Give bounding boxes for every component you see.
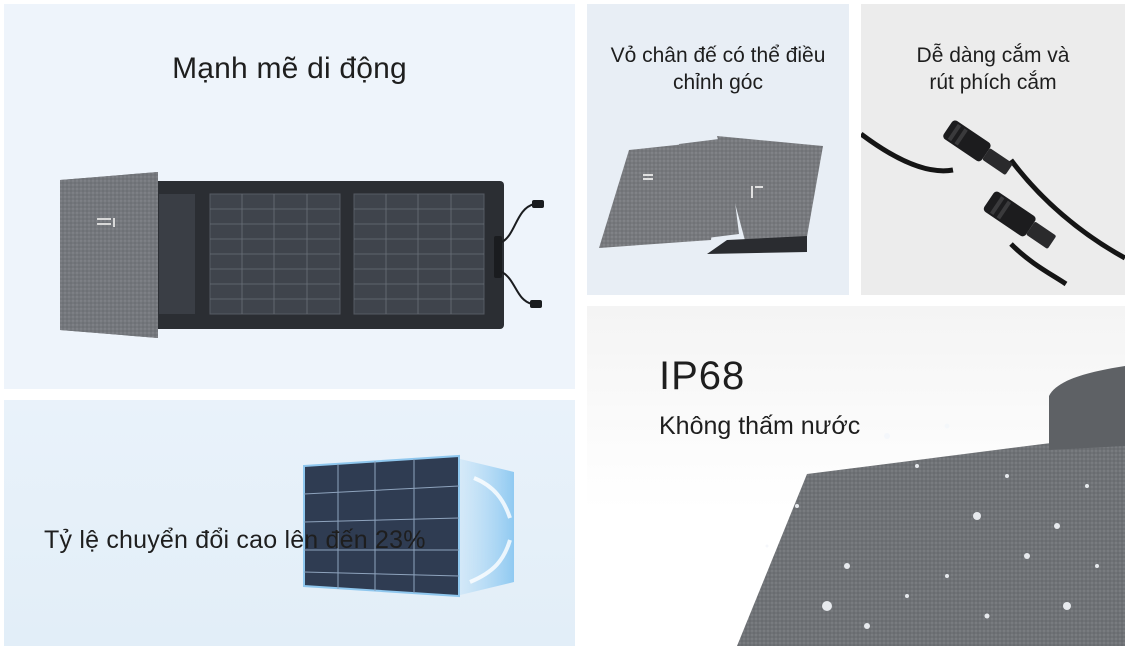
stand-title: Vỏ chân đế có thể điều chỉnh góc bbox=[610, 44, 826, 94]
efficiency-title: Tỷ lệ chuyển đổi cao lên đến 23% bbox=[44, 526, 426, 554]
feature-efficiency-card: Tỷ lệ chuyển đổi cao lên đến 23% bbox=[4, 400, 575, 646]
solar-cell-module-image bbox=[303, 454, 514, 598]
kickstand-panel-image bbox=[599, 136, 823, 254]
waterproof-rating: IP68 bbox=[659, 354, 746, 398]
feature-portable-card: Mạnh mẽ di động bbox=[4, 4, 575, 389]
portable-title: Mạnh mẽ di động bbox=[172, 52, 407, 85]
wet-solar-panel-image bbox=[737, 366, 1125, 646]
folded-solar-panel-image bbox=[60, 172, 544, 338]
plug-title: Dễ dàng cắm và rút phích cắm bbox=[916, 44, 1070, 94]
feature-stand-card: Vỏ chân đế có thể điều chỉnh góc bbox=[587, 4, 849, 295]
feature-waterproof-card: IP68 Không thấm nước bbox=[587, 306, 1125, 646]
mc4-connector-image bbox=[861, 120, 1125, 287]
feature-plug-card: Dễ dàng cắm và rút phích cắm bbox=[861, 4, 1125, 295]
waterproof-subtitle: Không thấm nước bbox=[659, 412, 861, 440]
